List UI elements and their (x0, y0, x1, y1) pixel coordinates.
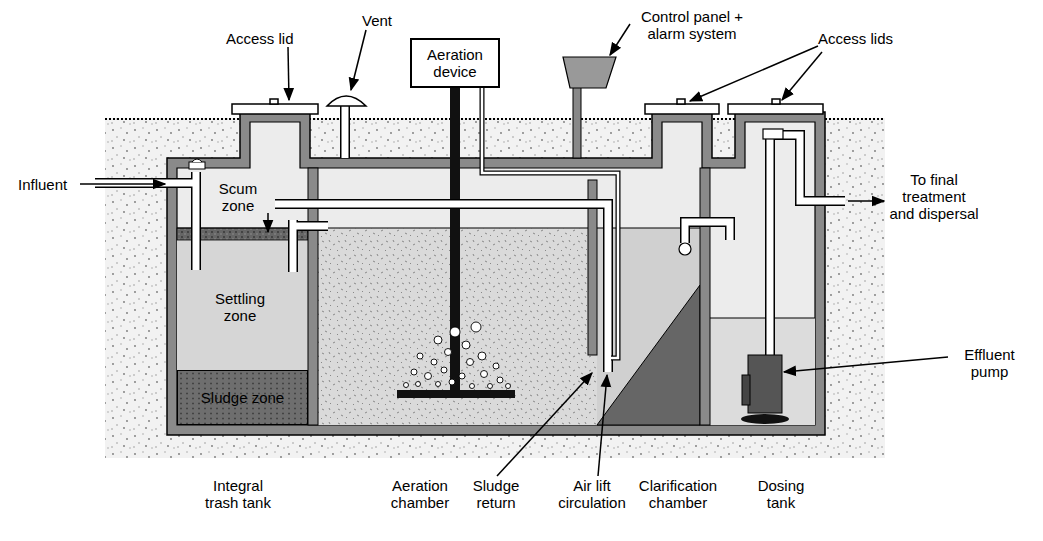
node-text: Aeration device (412, 46, 498, 80)
panel-post (573, 87, 581, 158)
access-lid (232, 99, 823, 114)
dosing-liquid (710, 318, 815, 425)
air-line (482, 88, 618, 358)
chamber-label: Integral trash tank (198, 477, 278, 511)
pump-base (741, 414, 789, 424)
part-label: Air lift circulation (553, 477, 631, 511)
pipes (95, 104, 845, 372)
diffuser (397, 390, 515, 398)
tank-wall (167, 112, 825, 435)
pump-motor (742, 375, 750, 405)
equipment-box: Aeration device (410, 38, 500, 88)
flow-label: To final treatment and dispersal (888, 171, 980, 222)
control-panel (563, 57, 616, 88)
chamber-label: Dosing tank (748, 477, 814, 511)
sludge-band: Sludge zone (177, 370, 308, 425)
pipes (95, 104, 845, 372)
part-label: Sludge return (466, 477, 526, 511)
partition-wall (700, 168, 710, 425)
cleanout-cap (192, 159, 202, 162)
vent-cap (327, 96, 366, 106)
water-level (710, 318, 815, 319)
air-line (482, 88, 618, 358)
zone-label: Scum zone (212, 180, 264, 214)
part-label: Effluent pump (952, 346, 1027, 380)
aeration-shaft (450, 88, 460, 393)
pipe-union (763, 129, 783, 139)
chamber-label: Aeration chamber (380, 477, 460, 511)
soil (105, 118, 885, 458)
part-label: Control panel + alarm system (632, 8, 752, 42)
cleanout-cap (189, 162, 205, 169)
float-switch (679, 243, 691, 255)
node-text: Sludge zone (201, 389, 284, 406)
part-label: Vent (362, 12, 422, 29)
leader-line (80, 24, 948, 476)
tank-interior (177, 122, 815, 425)
part-label: Access lids (818, 30, 918, 47)
air-bubbles (404, 322, 511, 389)
chamber-label: Clarification chamber (626, 477, 730, 511)
part-label: Access lid (226, 30, 336, 47)
effluent-pump (748, 355, 782, 413)
water-level (177, 228, 700, 229)
flow-label: Influent (18, 176, 88, 193)
zone-label: Settling zone (205, 290, 275, 324)
